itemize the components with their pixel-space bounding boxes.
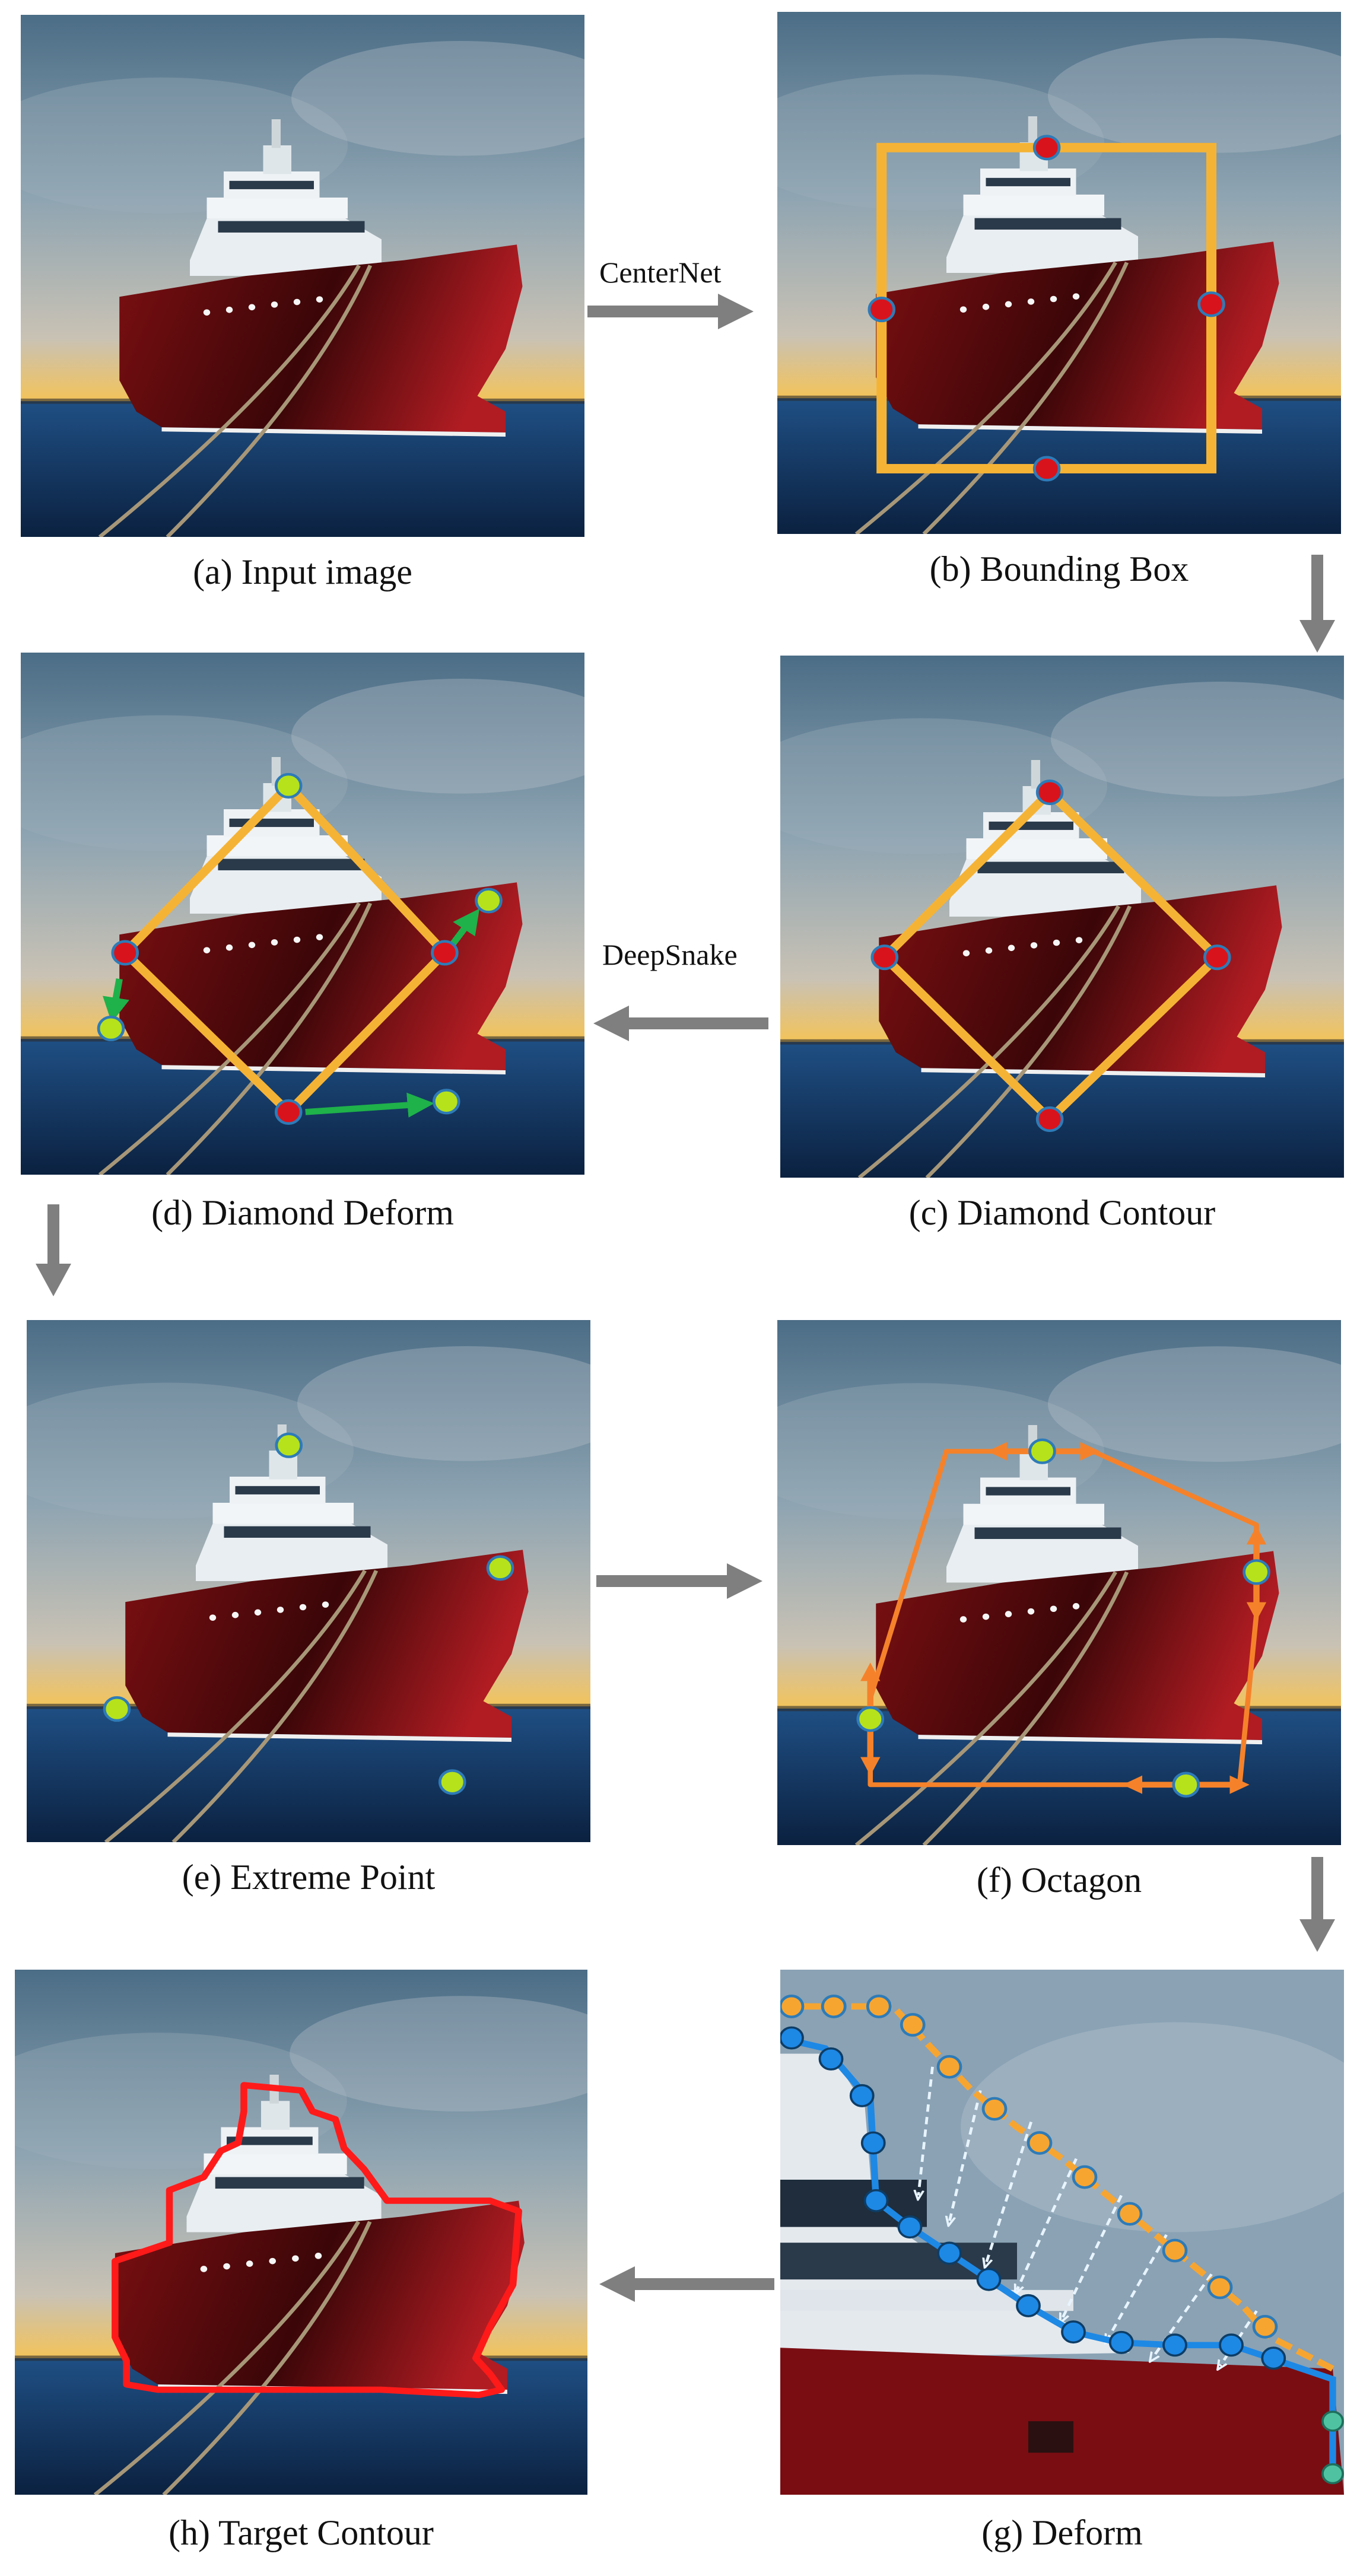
- arrow-c-to-d: [593, 1006, 768, 1041]
- caption-c: (c) Diamond Contour: [908, 1193, 1216, 1232]
- arrow-a-to-b: [587, 294, 754, 329]
- extreme-point-top: [1028, 1438, 1056, 1464]
- arrow-e-to-f: [596, 1563, 762, 1599]
- target-contour-outline: [112, 2082, 522, 2399]
- diamond-vertex-right: [1203, 944, 1231, 971]
- arrow-f-to-g: [1299, 1857, 1335, 1952]
- arrow-d-to-e: [36, 1204, 71, 1296]
- panel-input-image: [21, 15, 584, 537]
- panel-diamond-deform: [21, 653, 584, 1175]
- arrow-label-centernet: CenterNet: [599, 256, 722, 289]
- diamond-vertex-left: [111, 940, 139, 966]
- arrow-b-to-c: [1299, 555, 1335, 653]
- deform-arrow-right: [449, 908, 480, 947]
- extreme-point-right: [1197, 291, 1225, 317]
- deform-arrow-bottom: [305, 1092, 435, 1118]
- diamond-vertex-right: [431, 940, 459, 966]
- extreme-point-right: [1243, 1559, 1270, 1585]
- extreme-point-top: [274, 772, 303, 799]
- diamond-vertex-top: [1035, 780, 1064, 806]
- panel-bounding-box: [777, 12, 1341, 534]
- extreme-point-right: [475, 888, 503, 914]
- extreme-point-right: [486, 1555, 514, 1581]
- caption-a: (a) Input image: [193, 552, 412, 591]
- diamond-vertex-left: [870, 944, 899, 971]
- caption-d: (d) Diamond Deform: [151, 1193, 454, 1232]
- extreme-point-top: [275, 1432, 303, 1458]
- extreme-point-bottom: [432, 1089, 460, 1115]
- caption-e: (e) Extreme Point: [182, 1858, 436, 1897]
- caption-f: (f) Octagon: [976, 1861, 1142, 1900]
- extreme-point-left: [856, 1706, 885, 1732]
- panel-deform-closeup: [780, 1970, 1344, 2495]
- panel-target-contour: [15, 1970, 587, 2495]
- extreme-point-left: [103, 1696, 131, 1722]
- panel-octagon: [777, 1320, 1341, 1845]
- extreme-point-bottom: [1172, 1772, 1200, 1798]
- caption-h: (h) Target Contour: [169, 2513, 434, 2552]
- caption-g: (g) Deform: [981, 2513, 1143, 2552]
- deform-arrow-left: [103, 978, 129, 1023]
- caption-b: (b) Bounding Box: [929, 549, 1189, 589]
- arrow-g-to-h: [599, 2266, 774, 2302]
- panel-diamond-contour: [780, 656, 1344, 1178]
- diamond-vertex-bottom: [274, 1099, 303, 1125]
- panel-extreme-point: [27, 1320, 590, 1842]
- extreme-point-left: [97, 1016, 125, 1042]
- diamond-vertex-bottom: [1035, 1106, 1064, 1132]
- extreme-point-top: [1032, 135, 1061, 161]
- extreme-point-bottom: [1032, 456, 1061, 482]
- arrow-label-deepsnake: DeepSnake: [602, 938, 738, 971]
- extreme-point-left: [868, 297, 896, 323]
- extreme-point-bottom: [438, 1769, 466, 1795]
